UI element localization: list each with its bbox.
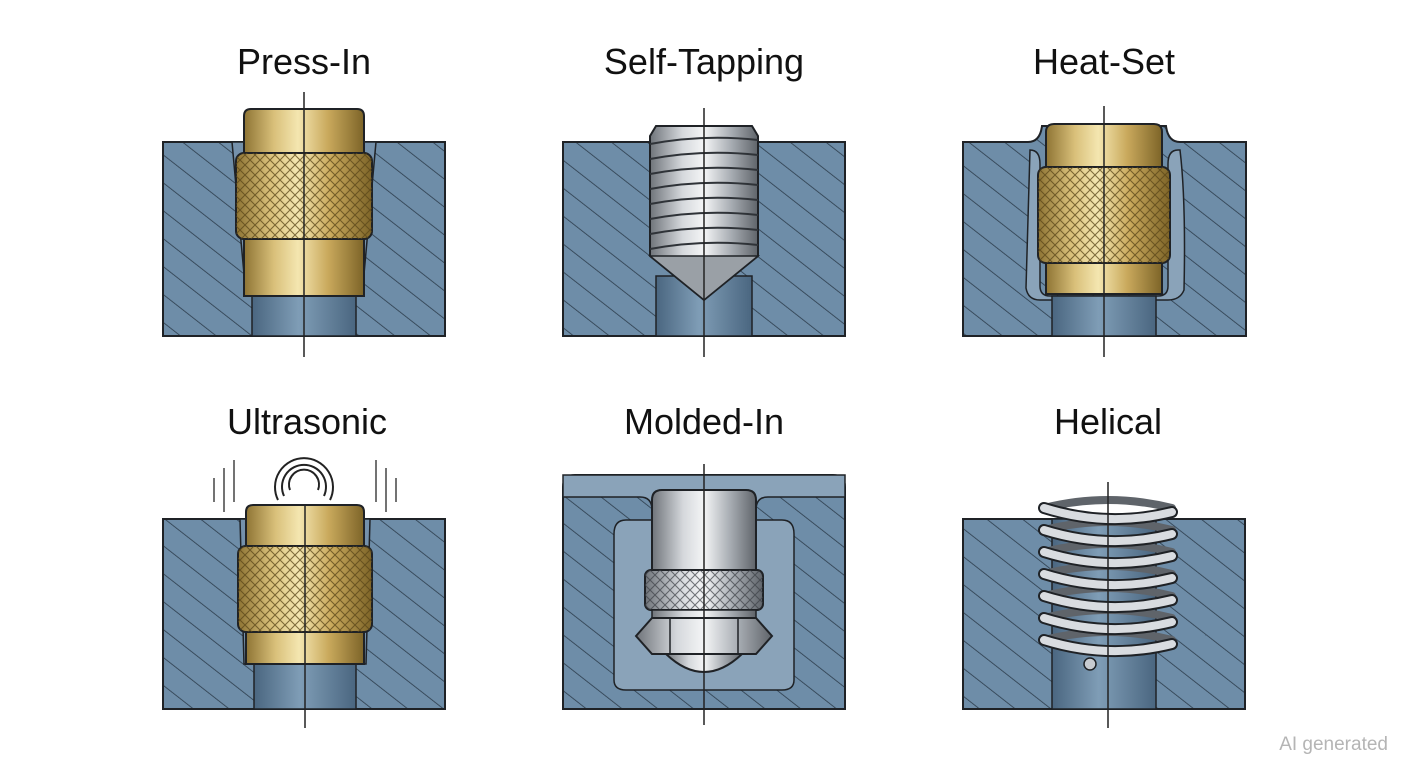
panel-helical: Helical: [962, 401, 1246, 728]
brass-insert: [235, 108, 373, 297]
panel-press-in: Press-In: [162, 41, 446, 357]
panel-title: Ultrasonic: [227, 401, 387, 442]
panel-heat-set: Heat-Set: [962, 41, 1247, 357]
panel-ultrasonic: Ultrasonic: [162, 401, 446, 728]
panel-self-tapping: Self-Tapping: [562, 41, 846, 357]
melt-flow: [1025, 149, 1186, 301]
panel-title: Molded-In: [624, 401, 784, 442]
panel-title: Heat-Set: [1033, 41, 1175, 82]
coil-tang: [1083, 657, 1097, 671]
steel-insert: [634, 489, 774, 673]
vibration-icon: [274, 457, 334, 501]
panel-title: Self-Tapping: [604, 41, 804, 82]
panel-title: Helical: [1054, 401, 1162, 442]
panel-molded-in: Molded-In: [562, 401, 846, 725]
watermark: AI generated: [1279, 734, 1388, 755]
panel-title: Press-In: [237, 41, 371, 82]
